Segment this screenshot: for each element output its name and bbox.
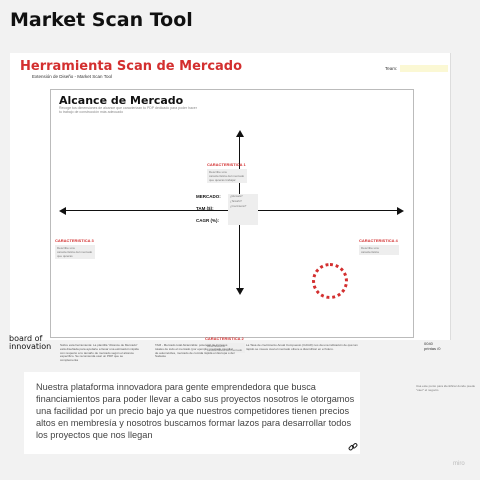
characteristic-label: CARACTERISTICA 4 xyxy=(359,238,398,243)
team-label: Team: xyxy=(385,66,398,71)
target-circle-marker[interactable] xyxy=(312,263,348,299)
comment-card[interactable]: Nuestra plataforma innovadora para gente… xyxy=(24,372,360,454)
characteristic-note[interactable]: Describe una característica xyxy=(359,245,399,255)
footer-cagr-text: La Tasa de crecimiento Anual Compuesto (… xyxy=(246,343,358,351)
board-title: Herramienta Scan de Mercado xyxy=(20,59,243,74)
footer-page-line: 0040 xyxy=(424,341,433,346)
logo-line: board of xyxy=(9,334,43,343)
metric-note: ¿Crecimiento? xyxy=(230,205,247,208)
page-title: Market Scan Tool xyxy=(10,9,193,31)
link-icon[interactable] xyxy=(348,442,358,452)
characteristic-note[interactable]: Describe una característica del mercado … xyxy=(55,245,95,259)
arrow-up-icon xyxy=(236,130,244,137)
characteristic-1[interactable]: CARACTERISTICA 1 Describe una caracterís… xyxy=(207,162,247,183)
miro-watermark: miro xyxy=(453,461,465,467)
scope-description: Recoge tus dimensiones de alcance que ca… xyxy=(59,106,197,115)
arrow-down-icon xyxy=(236,288,244,295)
cagr-label: CAGR (%): xyxy=(196,218,219,223)
characteristic-label: CARACTERISTICA 3 xyxy=(55,238,94,243)
side-note: Usa este punto para identificar donde pu… xyxy=(416,384,476,392)
arrow-left-icon xyxy=(59,207,66,215)
characteristic-label: CARACTERISTICA 1 xyxy=(207,162,246,167)
characteristic-2[interactable]: CARACTERISTICA 2 Describe una caracterís… xyxy=(205,336,245,353)
footer-page-line: printas /0 xyxy=(424,346,441,351)
metric-notes[interactable]: ¿Mercado? ¿Tamaño? ¿Crecimiento? xyxy=(228,194,258,225)
board-subtitle: Extensión de Diseño - Market Scan Tool xyxy=(32,74,112,79)
characteristic-4[interactable]: CARACTERISTICA 4 Describe una caracterís… xyxy=(359,238,399,255)
market-label: MERCADO: xyxy=(196,194,221,199)
board-of-innovation-logo: board of innovation xyxy=(9,335,51,351)
team-field[interactable] xyxy=(400,65,448,72)
characteristic-label: CARACTERISTICA 2 xyxy=(205,336,244,341)
arrow-right-icon xyxy=(397,207,404,215)
characteristic-3[interactable]: CARACTERISTICA 3 Describe una caracterís… xyxy=(55,238,95,259)
scope-title: Alcance de Mercado xyxy=(59,94,184,107)
footer-tam-text: TAM - Mercado total Alcanzable: potencia… xyxy=(155,343,235,359)
board-frame[interactable]: Herramienta Scan de Mercado Extensión de… xyxy=(10,53,451,353)
characteristic-note[interactable]: Describe una característica del mercado xyxy=(205,343,245,353)
characteristic-note[interactable]: Describe una característica del mercado … xyxy=(207,169,247,183)
comment-text: Nuestra plataforma innovadora para gente… xyxy=(36,382,355,440)
footer-about-text: Sobre esta herramienta: La plantilla "Al… xyxy=(60,343,139,363)
metric-note: ¿Tamaño? xyxy=(230,200,242,203)
market-metrics: MERCADO: TAM ($): CAGR (%): xyxy=(196,194,221,230)
metric-note: ¿Mercado? xyxy=(230,195,243,198)
footer-page-info: 0040 printas /0 xyxy=(424,341,440,351)
logo-line: innovation xyxy=(9,342,52,351)
market-scope-card[interactable]: Alcance de Mercado Recoge tus dimensione… xyxy=(50,89,414,353)
tam-label: TAM ($): xyxy=(196,206,214,211)
